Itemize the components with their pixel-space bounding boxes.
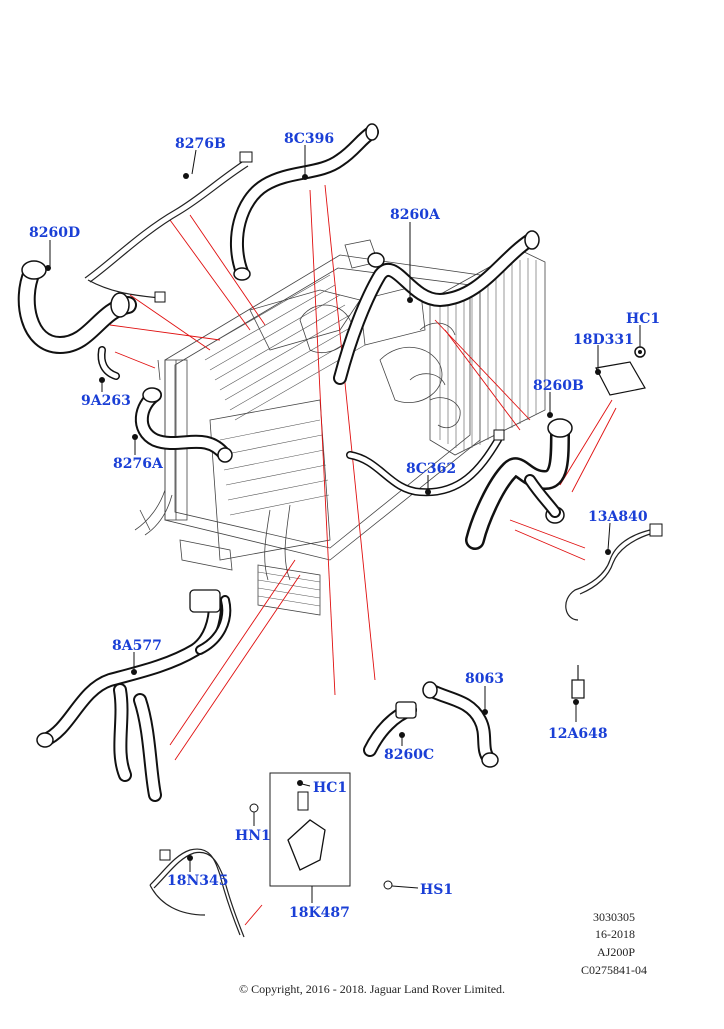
part-12A648 xyxy=(571,665,585,705)
hose-8260A xyxy=(333,230,540,385)
label-8063: 8063 xyxy=(465,671,504,687)
hose-8063 xyxy=(422,681,499,768)
hose-8C362 xyxy=(346,429,505,497)
label-HC1-top: HC1 xyxy=(626,311,661,327)
hose-8276A xyxy=(132,387,233,463)
label-8C362: 8C362 xyxy=(406,461,457,477)
label-8C396: 8C396 xyxy=(284,131,335,147)
label-8260C: 8260C xyxy=(384,747,435,763)
label-8276A: 8276A xyxy=(113,456,163,472)
label-HC1-bottom: HC1 xyxy=(313,780,348,796)
hose-8A577 xyxy=(36,589,232,802)
label-18N345: 18N345 xyxy=(167,873,229,889)
label-8260A: 8260A xyxy=(390,207,440,223)
ref-code-1: 3030305 xyxy=(593,910,635,924)
label-8260D: 8260D xyxy=(29,225,81,241)
label-13A840: 13A840 xyxy=(588,509,648,525)
label-HS1: HS1 xyxy=(420,882,454,898)
engine-assembly xyxy=(134,239,546,616)
bracket-18D331 xyxy=(595,346,646,396)
part-13A840 xyxy=(565,523,663,621)
label-18D331: 18D331 xyxy=(573,332,634,348)
ref-code-2: 16-2018 xyxy=(595,927,635,941)
label-12A648: 12A648 xyxy=(548,726,608,742)
hose-18N345 xyxy=(149,848,245,938)
label-8260B: 8260B xyxy=(533,378,584,394)
label-8276B: 8276B xyxy=(175,136,226,152)
part-9A263 xyxy=(97,346,120,383)
label-8A577: 8A577 xyxy=(112,638,162,654)
label-9A263: 9A263 xyxy=(81,393,131,409)
ref-code-4: C0275841-04 xyxy=(581,963,647,977)
hose-8260C xyxy=(363,701,417,757)
copyright-notice: © Copyright, 2016 - 2018. Jaguar Land Ro… xyxy=(238,982,506,996)
inset-box-18K487 xyxy=(249,772,393,890)
hose-8276B xyxy=(84,151,253,303)
hose-8C396 xyxy=(229,123,379,281)
ref-code-3: AJ200P xyxy=(596,945,635,959)
leader-lines xyxy=(49,145,641,903)
hose-8260B xyxy=(465,412,573,550)
hose-8260D xyxy=(17,260,137,354)
label-HN1: HN1 xyxy=(235,828,271,844)
label-18K487: 18K487 xyxy=(289,905,350,921)
callout-lines xyxy=(109,184,617,926)
